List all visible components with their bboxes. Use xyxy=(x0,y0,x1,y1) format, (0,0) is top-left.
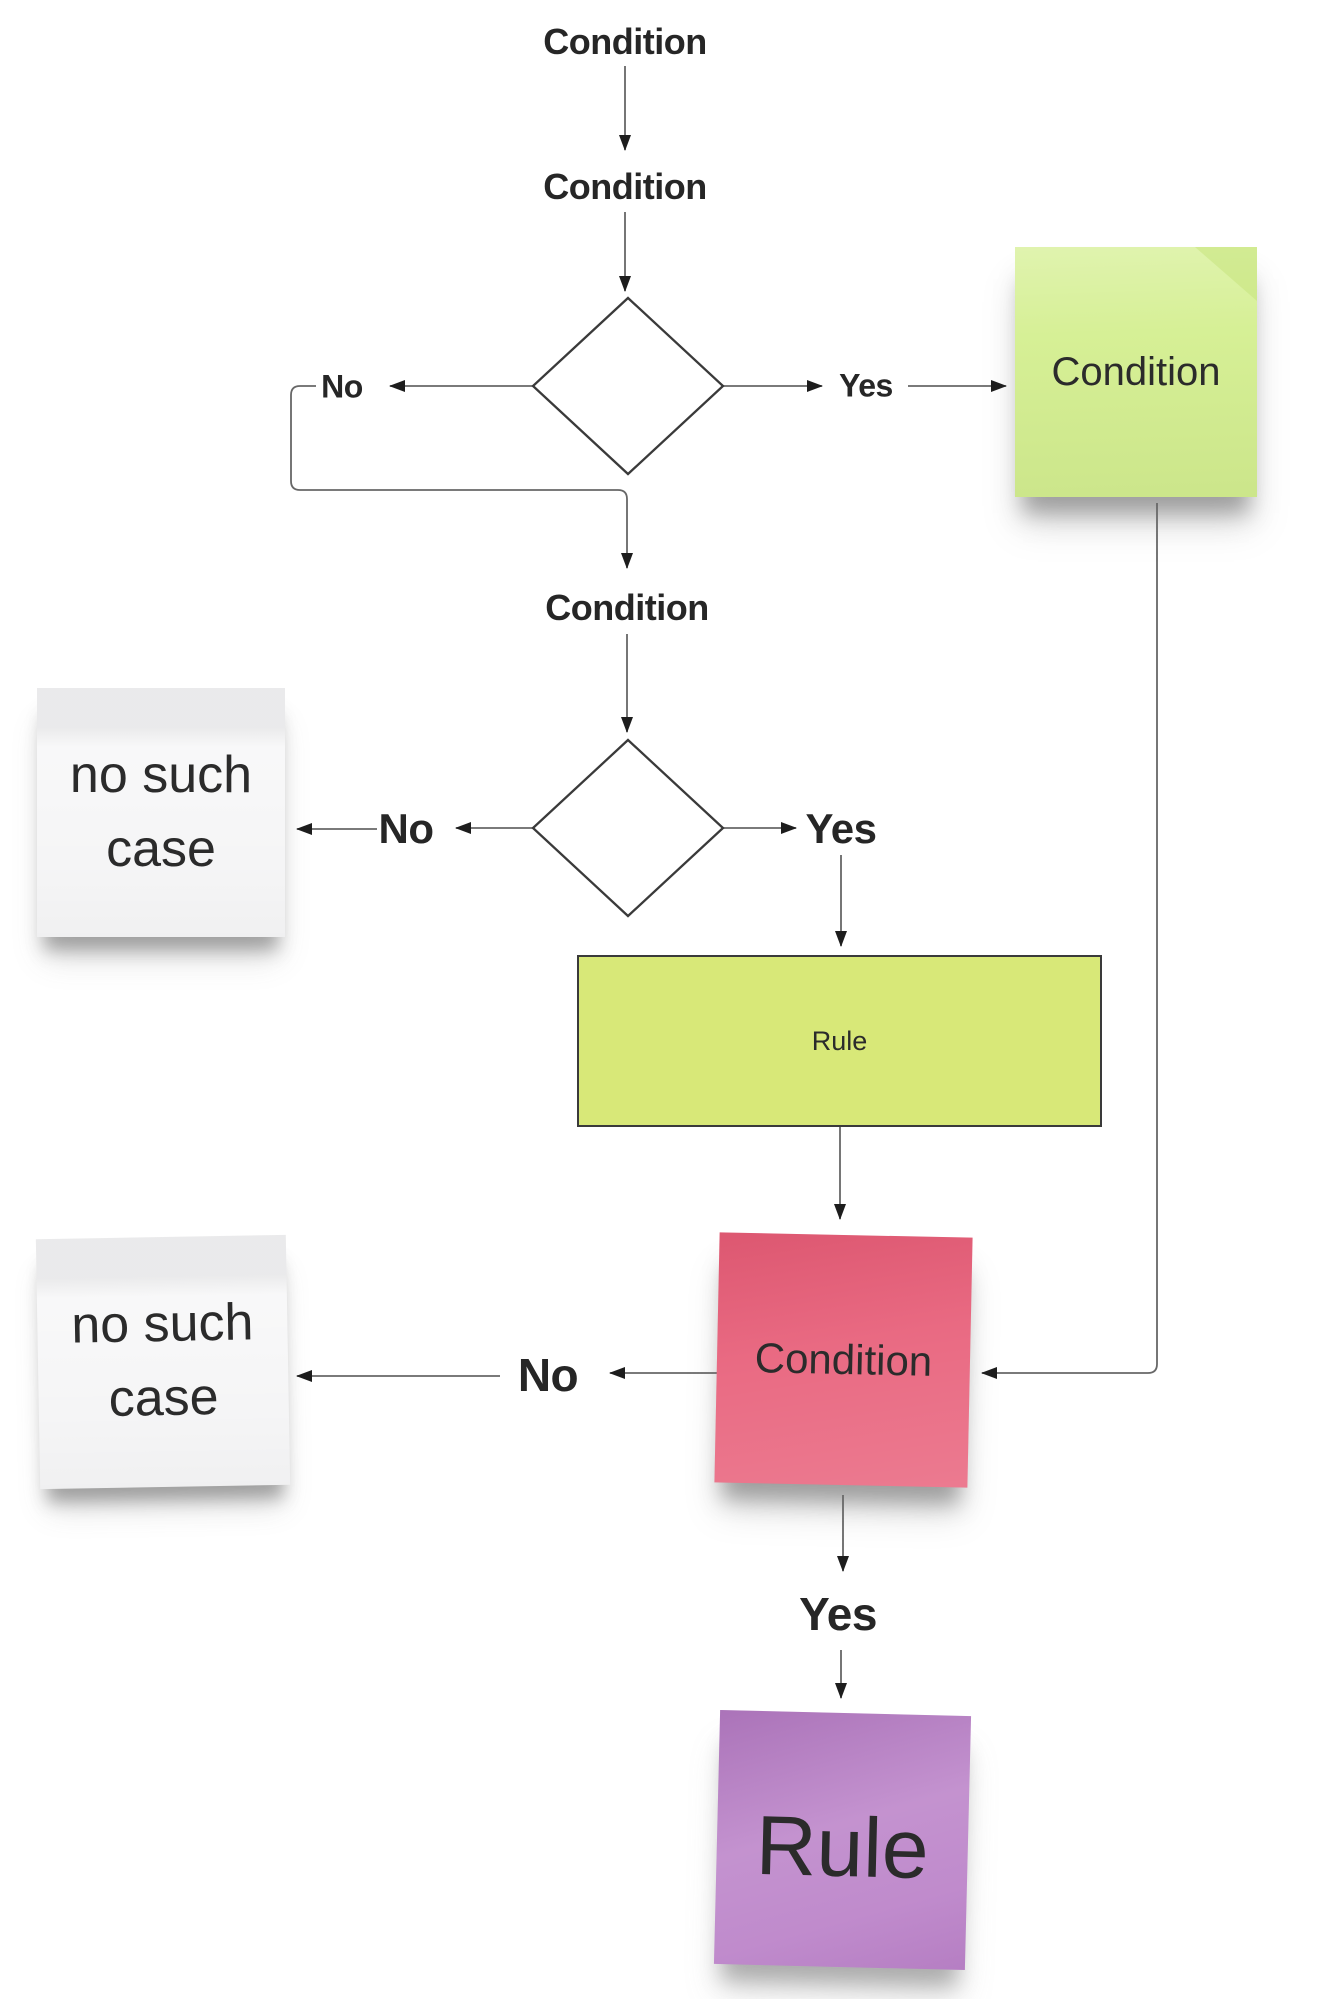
sticky-note-text: Condition xyxy=(754,1334,933,1385)
sticky-note-text: Condition xyxy=(1051,349,1221,394)
decision1-no-label: No xyxy=(321,368,363,405)
sticky-note-no-such-case-2[interactable]: no such case xyxy=(35,1234,291,1490)
label-condition-step2: Condition xyxy=(543,166,707,207)
rule-box-label: Rule xyxy=(811,1025,868,1056)
decision2-no-label: No xyxy=(378,805,435,852)
label-condition-start: Condition xyxy=(543,21,707,62)
decision2-diamond[interactable] xyxy=(531,738,725,918)
sticky-note-purple-rule[interactable]: Rule xyxy=(713,1709,972,1971)
edge-green-note-to-red-note xyxy=(981,503,1158,1379)
sticky-note-text: no such case xyxy=(69,745,253,878)
label-condition-step3: Condition xyxy=(545,587,709,628)
edge-no1-loop-to-condition3 xyxy=(290,385,633,569)
decision3-yes-label: Yes xyxy=(799,1588,877,1640)
sticky-note-red-condition[interactable]: Condition xyxy=(714,1232,973,1488)
sticky-note-no-such-case-1[interactable]: no such case xyxy=(37,688,285,937)
folded-corner xyxy=(1195,247,1257,301)
sticky-note-text: no such case xyxy=(70,1293,254,1428)
rule-box[interactable]: Rule xyxy=(577,955,1102,1127)
decision2-yes-label: Yes xyxy=(805,805,877,852)
decision3-no-label: No xyxy=(517,1349,579,1401)
decision1-yes-label: Yes xyxy=(839,367,893,404)
sticky-note-green-condition[interactable]: Condition xyxy=(1015,247,1257,497)
sticky-note-text: Rule xyxy=(754,1797,930,1896)
decision1-diamond[interactable] xyxy=(531,296,725,476)
